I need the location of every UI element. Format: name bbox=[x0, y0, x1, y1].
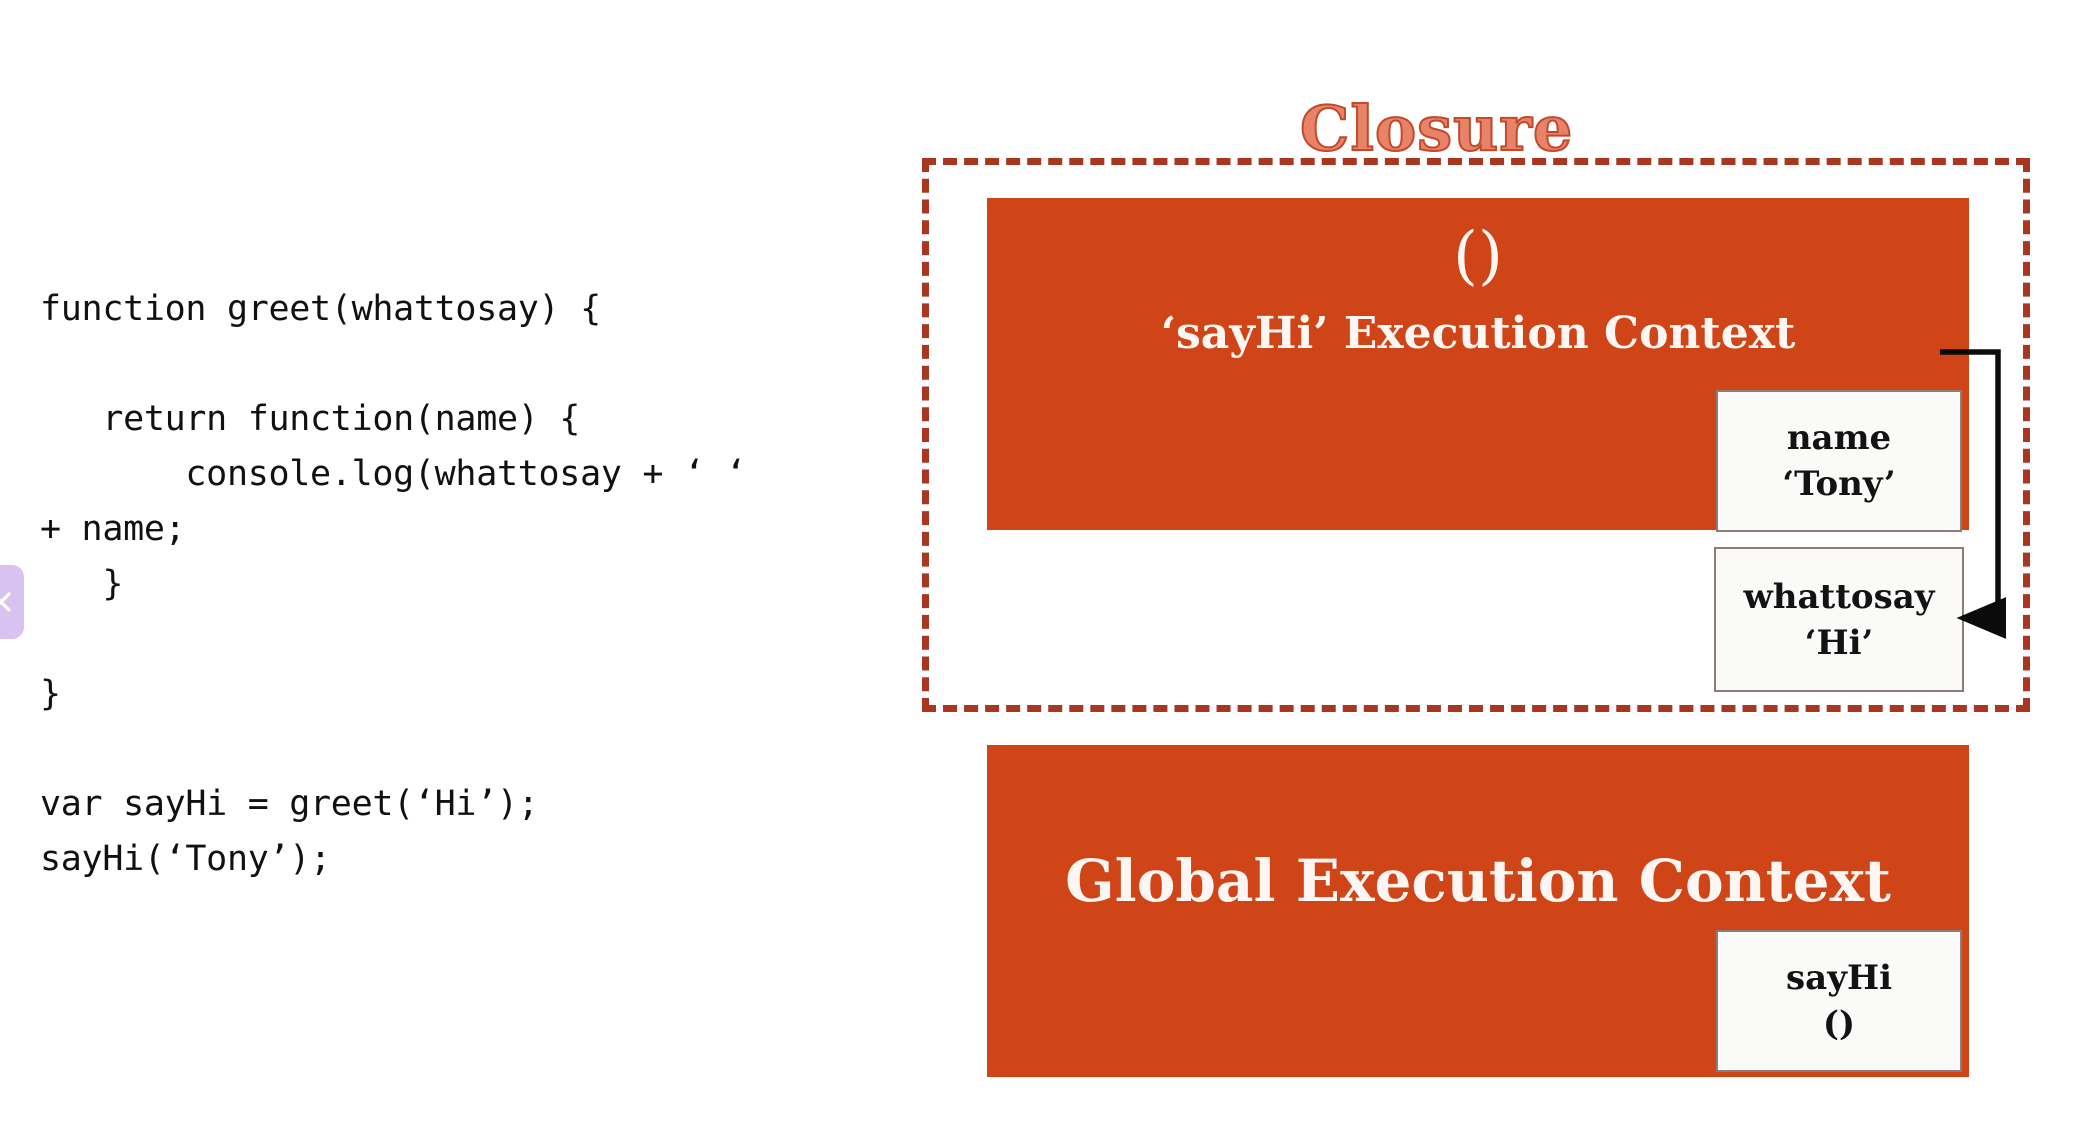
variable-value: ‘Hi’ bbox=[1804, 622, 1874, 663]
global-execution-context: Global Execution Context bbox=[987, 745, 1969, 1077]
variable-box-name: name ‘Tony’ bbox=[1716, 390, 1962, 532]
close-button[interactable] bbox=[0, 565, 24, 639]
closure-title: Closure bbox=[1299, 92, 1574, 165]
global-execution-context-label: Global Execution Context bbox=[1065, 847, 1891, 915]
variable-value: () bbox=[1822, 1004, 1856, 1044]
close-icon bbox=[0, 589, 14, 615]
sayhi-execution-context-label: ‘sayHi’ Execution Context bbox=[1160, 308, 1796, 359]
code-text: function greet(whattosay) { return funct… bbox=[40, 289, 747, 879]
variable-name: whattosay bbox=[1743, 576, 1935, 617]
variable-box-sayhi: sayHi () bbox=[1716, 930, 1962, 1072]
variable-value: ‘Tony’ bbox=[1782, 464, 1896, 504]
code-listing: function greet(whattosay) { return funct… bbox=[40, 282, 920, 887]
closure-reference-arrow bbox=[1940, 340, 2076, 650]
closure-boundary bbox=[922, 158, 2030, 712]
variable-box-whattosay: whattosay ‘Hi’ bbox=[1714, 547, 1964, 692]
variable-name: sayHi bbox=[1786, 958, 1892, 998]
function-parens-icon: () bbox=[1453, 219, 1503, 293]
variable-name: name bbox=[1786, 418, 1892, 458]
